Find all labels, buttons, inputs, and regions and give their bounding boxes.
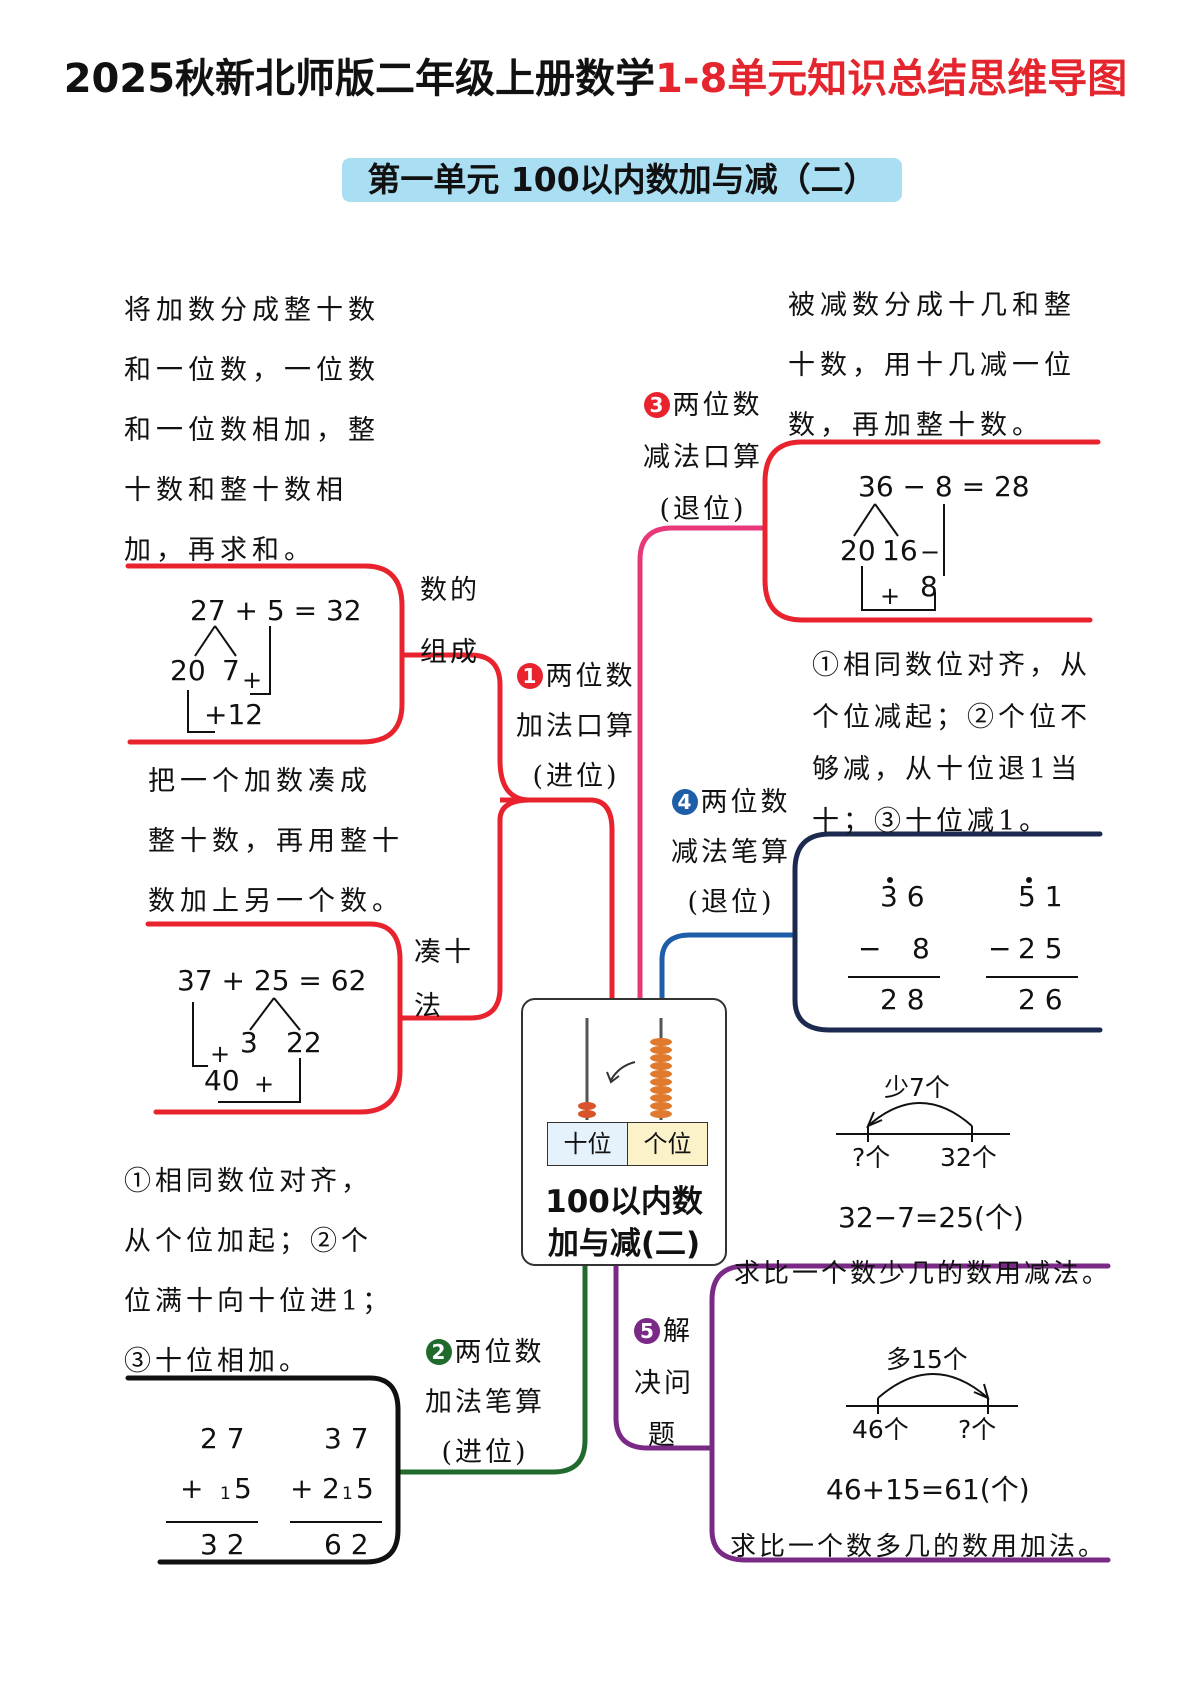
- sub2-op: −: [988, 932, 1012, 965]
- branch3-part-8: 8: [920, 570, 938, 603]
- line-branch5-box: [709, 1263, 1111, 1563]
- diagram2-right: ?个: [958, 1415, 997, 1444]
- branch5-badge: 5: [634, 1318, 660, 1344]
- diagram1-equation: 32−7=25(个): [838, 1201, 1024, 1234]
- make-ten-equation: 37 + 25 = 62: [177, 964, 367, 997]
- line-branch1-center: [500, 797, 615, 998]
- decompose-part-20: 20: [170, 654, 206, 687]
- make-ten-plus2: +: [254, 1070, 275, 1098]
- add1-carry: 1: [220, 1484, 231, 1504]
- diagram1-right: 32个: [940, 1143, 997, 1172]
- branch4-description: ①相同数位对齐，从 个位减起；②个位不 够减，从十位退1当 十；③十位减1。: [812, 650, 1091, 837]
- branch3-plus: +: [880, 582, 901, 610]
- sub1-bottom: 8: [912, 932, 930, 965]
- line-branch4-center: [659, 932, 795, 998]
- branch3-minus: −: [920, 538, 941, 566]
- title-highlight: 1-8单元知识总结思维导图: [655, 56, 1128, 102]
- add2-top: 3 7: [324, 1422, 369, 1455]
- decompose-description: 将加数分成整十数 和一位数，一位数 和一位数相加，整 十数和整十数相 加，再求和…: [124, 295, 380, 566]
- branch3-equation: 36 − 8 = 28: [858, 470, 1030, 503]
- borrow-dot-1: [887, 877, 893, 883]
- sub2-result: 2 6: [1018, 983, 1063, 1016]
- branch3-part-20: 20: [840, 534, 876, 567]
- center-node: 十位 个位 100以内数 加与减(二): [521, 998, 727, 1266]
- diagram1-rule: 求比一个数少几的数用减法。: [734, 1259, 1112, 1289]
- compare-diagram-2: [846, 1373, 1018, 1414]
- diagram2-rule: 求比一个数多几的数用加法。: [730, 1532, 1108, 1562]
- line-branch2: [398, 1262, 588, 1475]
- title-main: 2025秋新北师版二年级上册数学: [63, 56, 656, 102]
- diagram1-diff: 少7个: [884, 1073, 950, 1102]
- tens-place: 十位: [547, 1122, 628, 1166]
- line-branch3-box: [762, 439, 1101, 623]
- center-title-line1: 100以内数: [545, 1184, 703, 1220]
- branch4-badge: 4: [671, 789, 698, 815]
- add1-bottom: 5: [234, 1472, 252, 1505]
- make-ten-description: 把一个加数凑成 整十数，再用整十 数加上另一个数。: [148, 766, 404, 917]
- borrow-dot-2: [1026, 877, 1032, 883]
- make-ten-part-40: 40: [204, 1064, 240, 1097]
- branch2-badge: 2: [425, 1339, 452, 1365]
- sub2-top: 5 1: [1018, 880, 1063, 913]
- line-decompose-branch1: [402, 652, 531, 803]
- add2-b1: 2: [322, 1472, 340, 1505]
- decompose-plus: +: [242, 666, 263, 694]
- decompose-part-12: +12: [204, 698, 264, 731]
- diagram2-diff: 多15个: [886, 1345, 968, 1374]
- line-make-ten-box: [145, 921, 403, 1115]
- tree-36-8: [853, 503, 945, 611]
- sub2-bottom: 2 5: [1018, 932, 1063, 965]
- decompose-label: 数的 组成: [420, 575, 480, 668]
- line-branch4-box: [792, 831, 1103, 1033]
- add1-result: 3 2: [200, 1528, 245, 1561]
- decompose-equation: 27 + 5 = 32: [190, 594, 362, 627]
- compare-diagram-1: [836, 1102, 1010, 1142]
- make-ten-part-3: 3: [240, 1026, 258, 1059]
- add2-result: 6 2: [324, 1528, 369, 1561]
- center-title-line2: 加与减(二): [547, 1226, 701, 1262]
- ones-place: 个位: [627, 1122, 708, 1166]
- branch3-description: 被减数分成十几和整 十数，用十几减一位 数，再加整十数。: [788, 290, 1076, 441]
- add1-op: +: [180, 1472, 204, 1505]
- sub1-result: 2 8: [880, 983, 925, 1016]
- line-branch5: [613, 1262, 712, 1451]
- branch3-part-16: 16: [882, 534, 918, 567]
- unit-title: 第一单元 100以内数加与减（二）: [342, 158, 902, 202]
- tree-37-25: [192, 997, 301, 1103]
- add2-op: +: [290, 1472, 314, 1505]
- make-ten-label: 凑十 法: [414, 937, 474, 1022]
- line-branch3-center: [637, 525, 765, 998]
- decompose-part-7: 7: [222, 654, 240, 687]
- add2-b2: 5: [356, 1472, 374, 1505]
- branch2-description: ①相同数位对齐， 从个位加起；②个 位满十向十位进1； ③十位相加。: [124, 1166, 394, 1377]
- line-branch2-box: [125, 1375, 401, 1565]
- diagram1-left: ?个: [852, 1143, 891, 1172]
- page-title: 2025秋新北师版二年级上册数学1-8单元知识总结思维导图: [0, 46, 1191, 104]
- sub1-op: −: [858, 932, 882, 965]
- add2-carry: 1: [342, 1484, 353, 1504]
- branch1-badge: 1: [516, 663, 543, 689]
- make-ten-part-22: 22: [286, 1026, 322, 1059]
- branch3-badge: 3: [643, 392, 670, 418]
- tree-27-5: [187, 625, 271, 733]
- add1-top: 2 7: [200, 1422, 245, 1455]
- diagram2-equation: 46+15=61(个): [826, 1473, 1030, 1506]
- abacus-icon: [578, 1018, 672, 1120]
- sub1-top: 3 6: [880, 880, 925, 913]
- make-ten-plus1: +: [210, 1040, 231, 1068]
- diagram2-left: 46个: [852, 1415, 909, 1444]
